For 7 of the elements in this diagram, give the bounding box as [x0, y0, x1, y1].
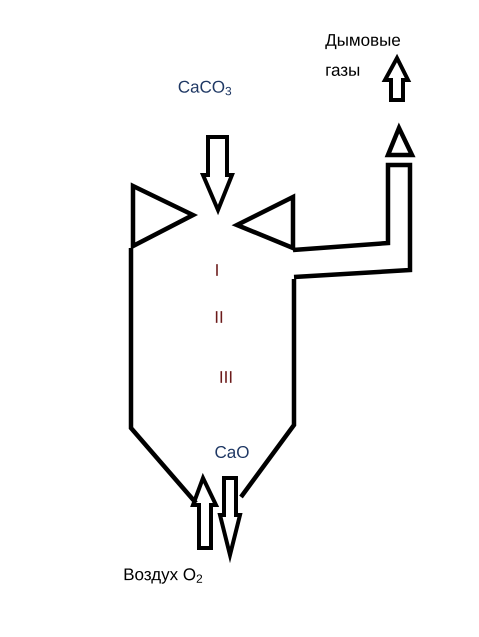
- feed-label: CaCO$_{3}$: [178, 80, 232, 96]
- zone-number: III: [220, 371, 232, 383]
- inlet-label: Воздух O$_{2}$: [124, 568, 202, 584]
- zone-number: I: [216, 264, 218, 276]
- outlet-label: Дымовые газы: [325, 34, 400, 76]
- zone-number: II: [216, 311, 222, 323]
- product-label: CaO: [215, 446, 249, 458]
